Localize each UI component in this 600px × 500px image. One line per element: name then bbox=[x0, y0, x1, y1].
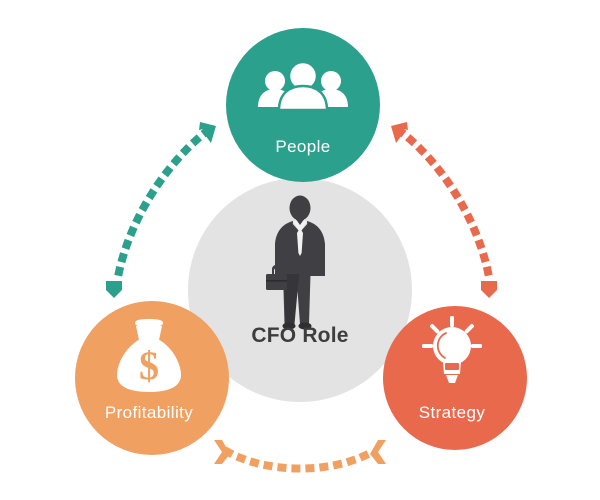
center-label: CFO Role bbox=[251, 324, 348, 347]
connector-profitability-strategy[interactable] bbox=[214, 440, 386, 473]
connector-dotted-path bbox=[222, 446, 378, 473]
node-strategy[interactable]: Strategy bbox=[383, 306, 527, 450]
lightbulb-icon bbox=[422, 316, 482, 383]
profitability-label: Profitability bbox=[105, 403, 193, 422]
arrowhead-up-icon bbox=[391, 122, 408, 143]
arrowhead-up-icon bbox=[199, 122, 216, 143]
connector-people-strategy[interactable] bbox=[391, 122, 497, 298]
connector-dotted-path bbox=[394, 125, 494, 282]
people-group-icon bbox=[258, 60, 348, 112]
center-node-cfo-role[interactable]: CFO Role bbox=[188, 178, 412, 402]
connector-people-profitability[interactable] bbox=[106, 122, 216, 298]
money-bag-icon: $ bbox=[117, 319, 181, 392]
arrowhead-down-icon bbox=[481, 281, 497, 298]
arrowhead-down-icon bbox=[106, 281, 122, 298]
businessman-silhouette-icon bbox=[266, 195, 325, 330]
node-profitability[interactable]: $ Profitability bbox=[75, 301, 229, 455]
node-people[interactable]: People bbox=[226, 28, 380, 182]
arrowhead-left-icon bbox=[214, 440, 230, 464]
strategy-label: Strategy bbox=[419, 403, 486, 422]
svg-text:$: $ bbox=[139, 343, 159, 388]
arrowhead-right-icon bbox=[370, 440, 386, 464]
connector-dotted-path bbox=[113, 125, 213, 282]
people-label: People bbox=[275, 137, 330, 156]
